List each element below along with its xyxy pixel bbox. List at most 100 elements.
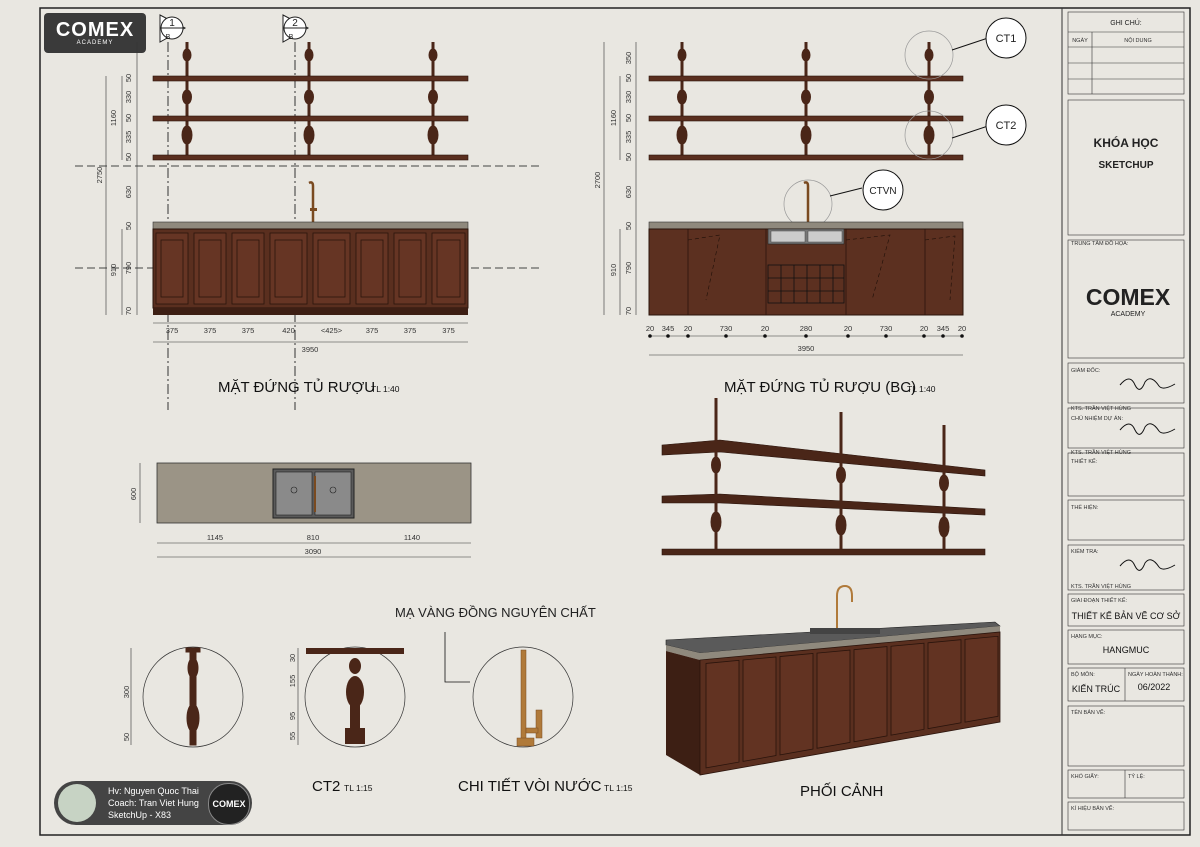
plan-view: 600 1145 810 1140 3090 <box>129 462 472 558</box>
dim-left-v: 330 <box>124 91 133 104</box>
dim-right-v: 50 <box>624 222 633 230</box>
dim-ct1-2: 50 <box>122 733 131 741</box>
dim-left-v: 335 <box>124 131 133 144</box>
dim-right-v: 50 <box>624 74 633 82</box>
door-panel <box>198 239 222 298</box>
tb-drawing-label: TÊN BẢN VẼ: <box>1071 708 1106 716</box>
tb-course-sub: SKETCHUP <box>1098 160 1153 171</box>
signature-check <box>1119 559 1176 571</box>
tb-director-label: GIÁM ĐỐC: <box>1071 367 1101 374</box>
dim-right-h: 20 <box>761 324 769 333</box>
tb-phase-value: THIẾT KẾ BẢN VẼ CƠ SỞ <box>1072 610 1181 621</box>
dim-left-v: 50 <box>124 153 133 161</box>
tb-dept-value: KIẾN TRÚC <box>1072 684 1121 694</box>
ct2-caption: CT2 <box>312 778 340 795</box>
tb-scale-label: TỶ LỆ: <box>1128 772 1145 780</box>
dim-plan-1: 1145 <box>207 533 223 542</box>
tb-center-brand: COMEX <box>1086 284 1171 310</box>
elevation-left: 1 B 2 B <box>75 14 540 410</box>
dim-tick <box>724 334 728 338</box>
dim-tick <box>804 334 808 338</box>
door-panel <box>398 239 422 298</box>
perspective-door <box>705 659 740 769</box>
door-panel <box>360 239 384 298</box>
section-mark-1: 1 B <box>159 14 187 43</box>
signature-pm <box>1119 423 1176 435</box>
callout-ct1-label: CT1 <box>996 33 1017 45</box>
dim-ct2-1: 30 <box>288 654 297 662</box>
coach-name: Coach: Tran Viet Hung <box>108 798 199 808</box>
sheet-border <box>39 7 1191 836</box>
dim-right-v: 70 <box>624 307 633 315</box>
detail-ct2: 30 155 95 55 CT2 TL 1:15 <box>288 646 406 795</box>
dim-plan-depth: 600 <box>129 488 138 501</box>
tb-center-sub: ACADEMY <box>1111 311 1146 318</box>
door-panel <box>317 239 346 298</box>
avatar <box>58 784 96 822</box>
dim-left-v-total: 1160 <box>109 110 118 126</box>
comex-logo: COMEX ACADEMY <box>44 13 146 53</box>
dim-right-v: 330 <box>624 91 633 104</box>
dim-left-v: 50 <box>124 74 133 82</box>
perspective-door <box>742 656 777 762</box>
elev-right-title: MẶT ĐỨNG TỦ RƯỢU (BC) <box>724 378 916 396</box>
dim-plan-3: 1140 <box>404 533 420 542</box>
callout-ct1: CT1 <box>985 17 1027 59</box>
tb-check-label: KIỂM TRA: <box>1071 548 1099 555</box>
dim-plan-2: 810 <box>307 533 320 542</box>
section-sheet-2: B <box>289 34 294 41</box>
persp-caption: PHỐI CẢNH <box>800 782 883 800</box>
dim-right-v: 790 <box>624 262 633 275</box>
tb-center-label: TRUNG TÂM ĐỒ HỌA: <box>1071 240 1129 247</box>
signature-director <box>1119 378 1176 390</box>
dim-tick <box>960 334 964 338</box>
perspective-view: PHỐI CẢNH <box>665 584 1001 800</box>
tb-dept-label: BỘ MÔN: <box>1071 671 1095 678</box>
dim-right-h: 345 <box>937 324 950 333</box>
dim-right-v: 50 <box>624 153 633 161</box>
logo-brand: COMEX <box>55 19 135 41</box>
section-mark-2: 2 B <box>282 14 310 43</box>
perspective-door <box>890 642 925 736</box>
dim-tick <box>648 334 652 338</box>
door-panel <box>160 239 184 298</box>
dim-right-v-total: 1160 <box>609 110 618 126</box>
door-panel <box>236 239 260 298</box>
section-number-2: 2 <box>292 18 298 29</box>
dim-right-v: 350 <box>624 52 633 65</box>
dim-left-v: 790 <box>124 262 133 275</box>
callout-ct2: CT2 <box>985 104 1027 146</box>
dim-left-v-total: 2750 <box>95 167 104 184</box>
perspective-door <box>927 639 962 730</box>
cabinet-door <box>312 232 351 305</box>
dim-right-h: 730 <box>720 324 733 333</box>
faucet-caption: CHI TIẾT VÒI NƯỚC <box>458 778 602 795</box>
dim-left-h: 375 <box>366 326 379 335</box>
dim-ct2-2: 155 <box>288 675 297 688</box>
cabinet-door <box>269 232 308 305</box>
perspective-door <box>964 635 999 723</box>
detail-ct1: 300 50 <box>122 646 244 748</box>
dim-tick <box>922 334 926 338</box>
student-name: Hv: Nguyen Quoc Thai <box>108 786 199 796</box>
tb-exec-label: THỂ HIỆN: <box>1071 503 1099 511</box>
title-block-text: GHI CHÚ: NGÀY NỘI DUNG KHÓA HỌC SKETCHUP… <box>1071 18 1183 812</box>
detail-faucet: MẠ VÀNG ĐỒNG NGUYÊN CHẤT CHI TIẾT VÒI NƯ… <box>395 605 633 795</box>
dim-tick <box>763 334 767 338</box>
dim-left-v: 50 <box>124 114 133 122</box>
tb-code-label: KÍ HIỆU BẢN VẼ: <box>1071 804 1115 812</box>
dim-left-v: 50 <box>124 222 133 230</box>
logo-sub: ACADEMY <box>76 40 114 46</box>
perspective-door <box>816 649 851 749</box>
title-block <box>1061 8 1185 835</box>
dim-ct1-1: 300 <box>122 686 131 699</box>
tb-phase-label: GIAI ĐOẠN THIẾT KẾ: <box>1071 597 1128 604</box>
dim-ct2-4: 55 <box>288 732 297 740</box>
dim-left-v-total: 910 <box>109 264 118 277</box>
dim-tick <box>846 334 850 338</box>
tb-check-name: KTS. TRẦN VIỆT HÙNG <box>1071 582 1131 590</box>
tb-pm-name: KTS. TRẦN VIỆT HÙNG <box>1071 448 1131 456</box>
dim-plan-total: 3090 <box>305 547 322 556</box>
course-code: SketchUp - X83 <box>108 810 172 820</box>
dim-right-h: 20 <box>684 324 692 333</box>
